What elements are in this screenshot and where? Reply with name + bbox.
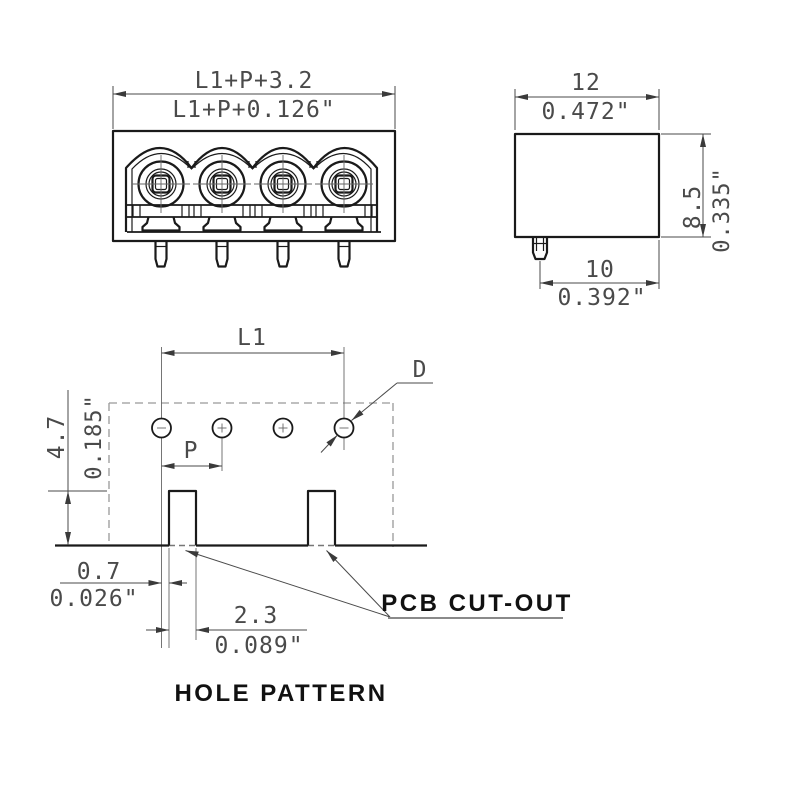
offset-dim-mm: 0.7 <box>77 559 122 585</box>
side-height-dim-in: 0.335" <box>710 167 735 252</box>
side-pin-dim-in: 0.392" <box>557 285 646 311</box>
depth-dim-mm: 4.7 <box>44 415 70 460</box>
terminal-feet <box>141 216 364 232</box>
d-leader-upper <box>351 382 398 421</box>
terminal-3 <box>254 155 312 213</box>
front-width-dim-in: L1+P+0.126" <box>172 97 335 123</box>
side-width-dim-mm: 12 <box>571 70 601 96</box>
side-height-dim-mm: 8.5 <box>680 185 706 230</box>
scallop-outer <box>124 146 379 232</box>
valley-notches <box>187 161 318 168</box>
band-ticks <box>132 205 373 217</box>
cutout-leader-1 <box>185 550 391 618</box>
front-view: L1+P+3.2 L1+P+0.126" <box>111 68 397 268</box>
front-width-dim-mm: L1+P+3.2 <box>195 68 314 94</box>
housing-outline <box>111 129 397 243</box>
side-pin-dim-mm: 10 <box>585 257 615 283</box>
scallop-inner <box>131 153 372 232</box>
side-pin <box>531 237 549 261</box>
footprint-dashed-outline <box>108 402 394 547</box>
cutout-leader-2 <box>326 550 391 618</box>
board-edge <box>55 489 427 547</box>
pcb-cutout-label: PCB CUT-OUT <box>381 590 573 617</box>
side-body-outline <box>513 132 661 239</box>
d-leader-lower <box>320 434 338 453</box>
side-view: 12 0.472" 8.5 0.335" 10 0.392" <box>513 70 735 311</box>
d-dim-label: D <box>413 357 428 383</box>
hole-pattern-title: HOLE PATTERN <box>174 680 387 707</box>
terminal-1 <box>132 155 190 213</box>
p-dim-label: P <box>184 438 199 464</box>
offset-dim-in: 0.026" <box>49 586 138 612</box>
side-width-dim-in: 0.472" <box>541 99 630 125</box>
solder-pins <box>154 241 351 268</box>
cutout-width-dim-in: 0.089" <box>214 633 303 659</box>
l1-dim-label: L1 <box>237 325 267 351</box>
cutout-2 <box>306 489 337 546</box>
hole-pattern-view: L1 P D 4.7 0.185" <box>44 325 573 707</box>
cutout-1 <box>167 489 198 546</box>
terminal-4 <box>315 155 373 213</box>
cutout-width-dim-mm: 2.3 <box>234 603 279 629</box>
terminal-2 <box>193 155 251 213</box>
holes <box>151 417 355 439</box>
depth-dim-in: 0.185" <box>82 394 107 479</box>
